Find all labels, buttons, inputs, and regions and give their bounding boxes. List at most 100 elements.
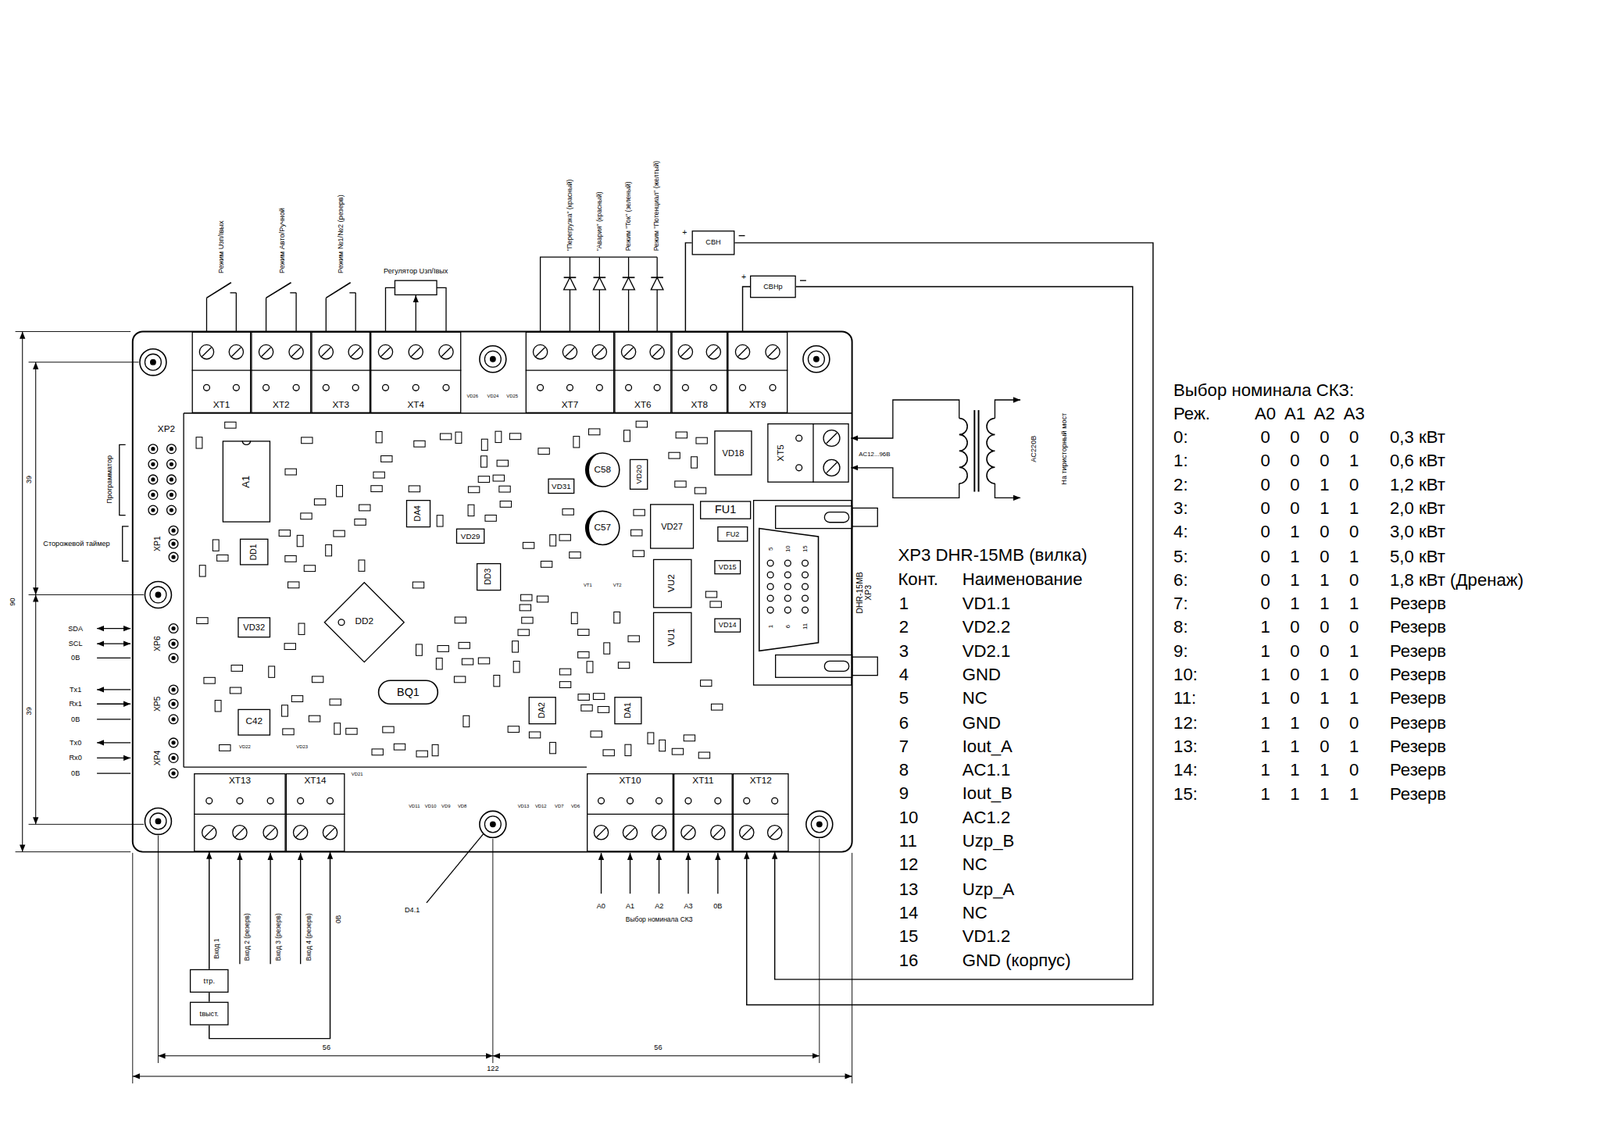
smd-pad bbox=[633, 509, 645, 516]
smd-pad bbox=[683, 735, 695, 742]
smd-pad bbox=[336, 485, 343, 497]
dsub-pin bbox=[802, 607, 809, 614]
smd-pad bbox=[700, 680, 712, 687]
smd-pad bbox=[617, 662, 629, 669]
part-label: XT13 bbox=[194, 776, 285, 786]
header-pin bbox=[171, 542, 175, 546]
mode-number: 1: bbox=[1173, 452, 1189, 471]
signal-arrow bbox=[96, 757, 131, 759]
pin-number: 5 bbox=[767, 547, 774, 551]
pot-wire bbox=[436, 287, 447, 332]
part-label: C57 bbox=[593, 523, 611, 533]
terminal-divider bbox=[192, 369, 252, 371]
pcb-edge bbox=[182, 413, 184, 768]
bit-value: 0 bbox=[1319, 714, 1329, 733]
bit-value: 0 bbox=[1289, 476, 1300, 495]
ref-designator: VD9 bbox=[441, 804, 450, 810]
wire bbox=[775, 286, 1133, 980]
capacitor: C58 bbox=[584, 452, 621, 489]
smd-pad bbox=[467, 504, 475, 516]
table-title: Выбор номинала СКЗ: bbox=[1173, 382, 1354, 400]
bit-value: 0 bbox=[1289, 618, 1300, 637]
connector-label: XP6 bbox=[153, 635, 163, 652]
text-group: DA1 bbox=[623, 703, 633, 719]
header-pin bbox=[171, 642, 175, 646]
smd-pad bbox=[278, 530, 290, 537]
header-pin bbox=[169, 508, 173, 512]
smd-pad bbox=[603, 750, 615, 757]
smd-pad bbox=[540, 560, 552, 568]
signal-name: SDA bbox=[67, 625, 83, 633]
terminal-block: XT7 bbox=[525, 331, 615, 413]
connector-label: XP2 bbox=[157, 425, 175, 435]
header-pin bbox=[148, 444, 158, 454]
signal-name: Tx0 bbox=[69, 739, 82, 747]
pin-number: 14 bbox=[899, 903, 919, 922]
dsub-pin bbox=[784, 571, 791, 579]
signal-name: NC bbox=[962, 689, 988, 708]
mounting-hole bbox=[814, 356, 820, 362]
smd-pad bbox=[597, 706, 609, 713]
header-pin bbox=[171, 555, 175, 559]
smd-pad bbox=[371, 485, 383, 493]
bit-value: 1 bbox=[1349, 689, 1359, 708]
smd-pad bbox=[325, 544, 333, 556]
optocoupler: VU2 bbox=[653, 559, 693, 609]
smd-pad bbox=[478, 476, 490, 483]
mounting-hole bbox=[144, 353, 161, 371]
wire-entry bbox=[236, 797, 243, 804]
voltage-label: AC12...96В bbox=[858, 450, 890, 458]
mode-number: 2: bbox=[1173, 476, 1189, 495]
pcb-edge bbox=[183, 767, 587, 768]
bit-value: 0 bbox=[1349, 523, 1359, 542]
header-pin bbox=[151, 478, 155, 482]
part-label: DA4 bbox=[414, 505, 423, 522]
smd-pad bbox=[499, 485, 511, 493]
ref-designator: VD24 bbox=[487, 394, 500, 400]
bit-value: 0 bbox=[1260, 428, 1270, 447]
screw-slot bbox=[441, 347, 451, 358]
header-pin bbox=[168, 685, 179, 695]
smd-pad bbox=[300, 513, 312, 520]
text-group: A1 bbox=[241, 475, 253, 489]
diode: VD32 bbox=[237, 617, 271, 638]
voltage-module: СВН bbox=[692, 230, 736, 255]
header-pin bbox=[171, 627, 175, 631]
bit-value: 0 bbox=[1349, 618, 1359, 637]
pin-number: 1 bbox=[767, 625, 774, 629]
part-label: XT1 bbox=[192, 400, 250, 411]
table-header: A0 bbox=[1254, 405, 1276, 424]
switch-wire bbox=[265, 297, 267, 332]
switch-contact bbox=[289, 292, 297, 293]
text-group: XT12 bbox=[733, 776, 788, 786]
terminal-divider bbox=[812, 423, 814, 483]
terminal-divider bbox=[586, 814, 674, 815]
mode-number: 6: bbox=[1173, 571, 1189, 590]
wire-entry bbox=[352, 384, 359, 391]
dimension-line bbox=[35, 362, 36, 596]
dsub-pin bbox=[784, 583, 791, 590]
smd-pad bbox=[550, 742, 557, 754]
input-label: Вход 3 (резерв) bbox=[275, 913, 283, 961]
text-group: C57 bbox=[593, 523, 611, 533]
wire-entry bbox=[769, 384, 776, 391]
bit-value: 1 bbox=[1289, 547, 1300, 566]
bit-value: 1 bbox=[1349, 547, 1359, 566]
bit-value: 1 bbox=[1349, 642, 1359, 661]
select-wire bbox=[629, 853, 631, 894]
smd-pad bbox=[212, 539, 219, 551]
bit-value: 1 bbox=[1349, 785, 1359, 804]
switch-contact bbox=[349, 292, 356, 293]
bit-value: 0 bbox=[1319, 547, 1329, 566]
screw-slot bbox=[596, 828, 607, 838]
dsub-pin bbox=[784, 607, 791, 614]
bit-value: 0 bbox=[1260, 523, 1270, 542]
header-pin bbox=[168, 699, 179, 709]
screw-slot bbox=[680, 347, 690, 358]
part-label: BQ1 bbox=[396, 686, 420, 699]
smd-pad bbox=[334, 723, 341, 735]
smd-pad bbox=[631, 529, 643, 536]
bit-value: 1 bbox=[1319, 500, 1329, 518]
smd-pad bbox=[559, 682, 571, 689]
